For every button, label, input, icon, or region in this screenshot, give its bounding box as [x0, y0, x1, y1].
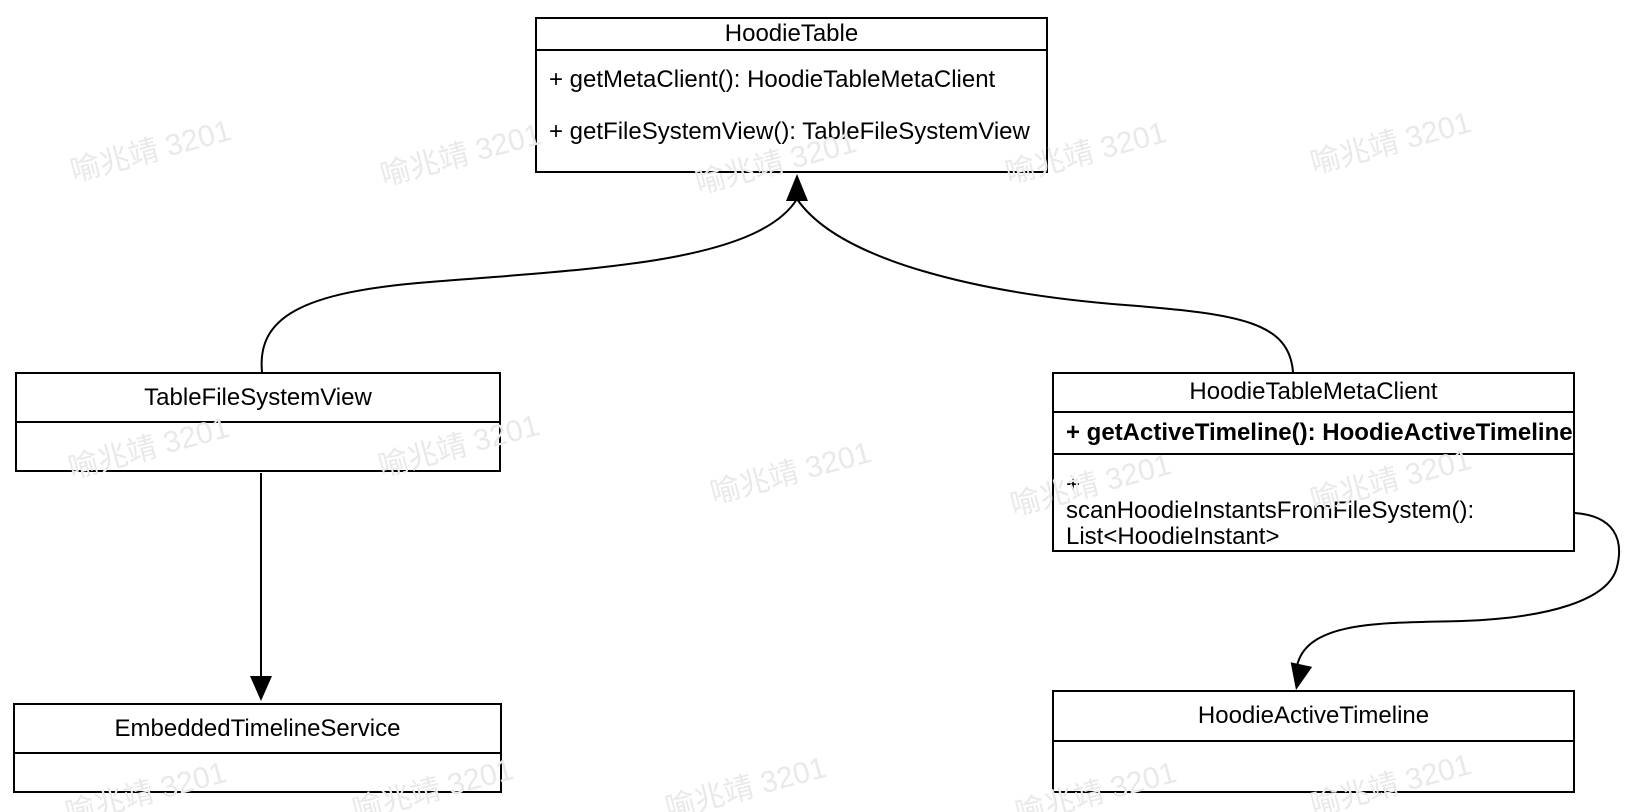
edge-hoodietablemetaclient-to-hoodietable [796, 198, 1294, 373]
method-getactivetimeline: + getActiveTimeline(): HoodieActiveTimel… [1054, 413, 1573, 455]
edge-tablefilesystemview-to-hoodietable [260, 198, 798, 373]
class-title-tablefilesystemview: TableFileSystemView [17, 374, 499, 423]
arrowhead-down-hoodieactivetimeline [1290, 662, 1313, 690]
class-empty-compartment [1054, 742, 1573, 791]
watermark-text: 喻兆靖 3201 [376, 118, 545, 193]
watermark-text: 喻兆靖 3201 [1306, 106, 1475, 181]
class-box-hoodietable: HoodieTable + getMetaClient(): HoodieTab… [535, 17, 1048, 173]
method-scanhoodieinstantsfromfilesystem: + scanHoodieInstantsFromFileSystem(): Li… [1054, 455, 1573, 550]
class-methods-hoodietable: + getMetaClient(): HoodieTableMetaClient… [537, 51, 1046, 171]
class-empty-compartment [17, 423, 499, 470]
class-title-hoodietable: HoodieTable [537, 19, 1046, 51]
watermark-text: 喻兆靖 3201 [66, 114, 235, 189]
arrowhead-up-hoodietable [786, 174, 808, 201]
arrowhead-down-embeddedtimelineservice [250, 676, 272, 701]
class-box-embeddedtimelineservice: EmbeddedTimelineService [13, 703, 502, 793]
class-empty-compartment [15, 754, 500, 791]
class-box-hoodieactivetimeline: HoodieActiveTimeline [1052, 690, 1575, 793]
method-scanhoodieinstants-text: + scanHoodieInstantsFromFileSystem(): Li… [1066, 471, 1475, 550]
class-box-hoodietablemetaclient: HoodieTableMetaClient + getActiveTimelin… [1052, 372, 1575, 552]
class-title-hoodietablemetaclient: HoodieTableMetaClient [1054, 374, 1573, 413]
class-title-hoodieactivetimeline: HoodieActiveTimeline [1054, 692, 1573, 742]
class-box-tablefilesystemview: TableFileSystemView [15, 372, 501, 472]
method-getfilesystemview: + getFileSystemView(): TableFileSystemVi… [549, 118, 1030, 145]
watermark-text: 喻兆靖 3201 [706, 436, 875, 511]
watermark-text: 喻兆靖 3201 [661, 751, 830, 812]
class-title-embeddedtimelineservice: EmbeddedTimelineService [15, 705, 500, 754]
method-getmetaclient: + getMetaClient(): HoodieTableMetaClient [549, 66, 996, 93]
